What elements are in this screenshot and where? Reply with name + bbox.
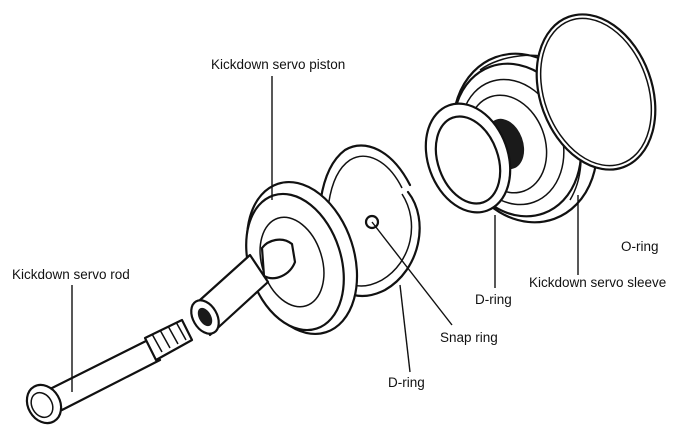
label-dring-mid: D-ring [475,292,512,307]
label-rod: Kickdown servo rod [12,267,130,282]
label-sleeve: Kickdown servo sleeve [529,275,667,290]
label-oring: O-ring [621,239,659,254]
label-piston: Kickdown servo piston [211,57,346,72]
label-snap-ring: Snap ring [440,330,498,345]
leader-snap-ring [371,221,453,326]
kickdown-servo-rod [25,318,194,425]
d-ring-middle [424,102,512,214]
o-ring [535,13,657,171]
label-dring-left: D-ring [388,375,425,390]
leader-lines [71,76,579,392]
leader-dring-left [399,284,411,373]
kickdown-servo-piston [190,180,359,337]
